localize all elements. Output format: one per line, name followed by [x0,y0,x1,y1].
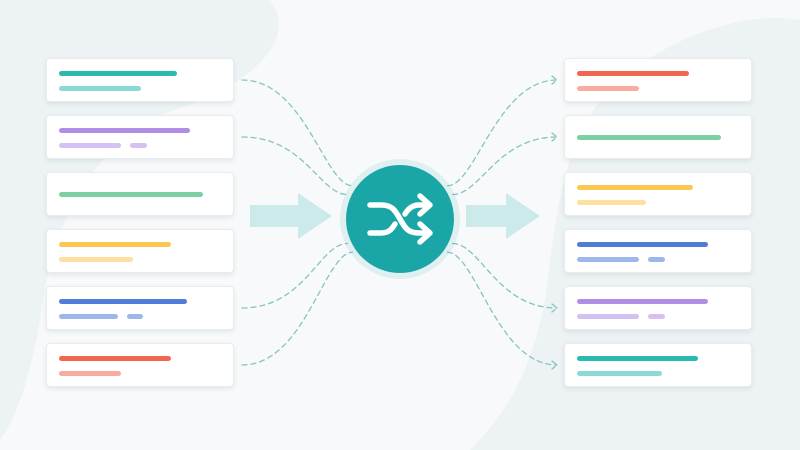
card-line [577,356,699,361]
connector-arrowhead [551,132,558,142]
connector-arrowhead [551,75,558,85]
connector-line-input [241,136,349,196]
card-subline [59,371,122,376]
input-card [46,286,234,330]
connector-arrowhead [551,360,558,370]
output-card [564,58,752,102]
card-line [59,299,187,304]
card-line [577,71,689,76]
output-card [564,172,752,216]
card-subline [59,143,122,148]
input-card [46,172,234,216]
shuffle-icon [367,193,433,245]
connector-line-output [446,251,558,366]
card-line [577,135,722,140]
card-tag [127,314,144,319]
connector-line-input [241,251,354,366]
card-line [577,299,709,304]
card-line [59,356,171,361]
card-line [59,71,178,76]
card-line [59,192,204,197]
output-card [564,115,752,159]
card-subline [577,200,646,205]
card-subline [577,86,640,91]
card-subline [59,257,133,262]
connector-line-output [451,136,558,196]
flow-arrow-right [466,193,540,239]
card-line [577,242,709,247]
connector-line-input [241,79,354,187]
background-blob-left [0,0,279,440]
card-subline [577,314,640,319]
card-subline [59,314,119,319]
input-card [46,58,234,102]
flow-arrow-left [250,193,332,239]
card-line [59,128,191,133]
connector-line-output [446,79,558,187]
connector-line-input [241,242,349,309]
output-card [564,343,752,387]
card-tag [648,314,665,319]
connector-arrowhead [551,303,558,313]
output-card [564,229,752,273]
card-line [577,185,694,190]
card-subline [59,86,141,91]
card-tag [130,143,147,148]
connector-line-output [451,242,558,309]
input-card [46,115,234,159]
input-card [46,343,234,387]
shuffle-hub [346,165,454,273]
card-subline [577,371,663,376]
output-card [564,286,752,330]
input-card [46,229,234,273]
card-line [59,242,171,247]
card-tag [648,257,665,262]
card-subline [577,257,640,262]
